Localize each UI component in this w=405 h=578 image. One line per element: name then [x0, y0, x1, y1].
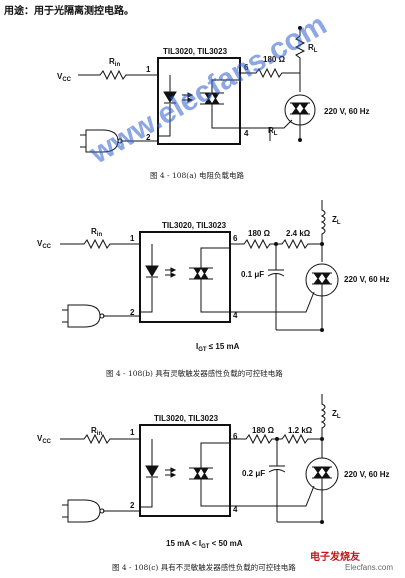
logo-text-latin: Elecfans.com: [345, 563, 393, 572]
circuit-c-pin-1: 1: [130, 428, 135, 437]
elecfans-logo: 电子发烧友 Elecfans.com: [310, 550, 393, 572]
circuit-a-load-label-top: RL: [308, 43, 318, 54]
circuit-b-led-icon: [145, 265, 159, 278]
circuit-c-nand-gate-icon: [62, 499, 140, 523]
circuit-c-rin-label: Rin: [91, 426, 102, 437]
circuit-b-inductive-load-icon: [320, 200, 326, 262]
header-purpose-text: 用途：用于光隔离测控电路。: [3, 4, 134, 17]
circuit-b-pin-4: 4: [233, 311, 238, 320]
circuit-a-optocoupler-box: [157, 57, 241, 145]
circuit-b-pin-2: 2: [130, 308, 135, 317]
circuit-a-load-resistor-top: [294, 28, 306, 92]
circuit-c-series-resistor-label: 180 Ω: [252, 426, 275, 435]
circuit-c-nonsensitive-gate: TIL3020, TIL3023 VCC Rin 1 2 6 4 180 Ω 1…: [37, 394, 390, 572]
circuit-b-capacitor-label: 0.1 μF: [241, 270, 264, 279]
circuit-c-load-label: ZL: [332, 409, 341, 420]
circuit-c-led-icon: [145, 465, 159, 478]
circuit-b-pin-6: 6: [233, 234, 238, 243]
circuit-a-led-icon: [163, 91, 177, 104]
circuit-c-second-resistor-label: 1.2 kΩ: [288, 426, 313, 435]
circuit-b-optotriac-icon: [193, 267, 209, 280]
circuit-c-capacitor-label: 0.2 μF: [242, 469, 265, 478]
circuit-a-series-resistor-label: 180 Ω: [263, 55, 286, 64]
circuit-b-optocoupler-box: [139, 231, 231, 323]
circuit-a-resistive-load: TIL3020, TIL3023 VCC Rin 1 2 6 4 180 Ω R…: [57, 26, 370, 180]
circuit-b-part-label: TIL3020, TIL3023: [162, 221, 227, 230]
circuit-a-mains-label: 220 V, 60 Hz: [324, 107, 370, 116]
circuit-c-vcc-label: VCC: [37, 434, 52, 445]
circuit-b-sensitive-gate: TIL3020, TIL3023 VCC Rin 1 2 6 4 180 Ω 2…: [37, 200, 390, 378]
circuit-b-series-resistor-label: 180 Ω: [248, 229, 271, 238]
circuit-b-pin-1: 1: [130, 234, 135, 243]
circuit-a-series-resistor: [240, 67, 300, 79]
circuit-b-rin-resistor: [60, 238, 140, 250]
circuit-a-caption: 图 4 - 108(a) 电阻负载电路: [150, 170, 244, 180]
circuit-a-rin-resistor: [78, 69, 158, 81]
circuit-b-rin-label: Rin: [91, 227, 102, 238]
circuit-b-mains-label: 220 V, 60 Hz: [344, 275, 390, 284]
circuit-c-caption: 图 4 - 108(c) 具有不灵敏触发器感性负载的可控硅电路: [112, 562, 296, 572]
circuit-a-pin-1: 1: [146, 65, 151, 74]
circuit-b-second-resistor-label: 2.4 kΩ: [286, 229, 311, 238]
circuit-c-optocoupler-box: [139, 424, 231, 517]
circuit-c-mains-label: 220 V, 60 Hz: [344, 470, 390, 479]
circuit-a-pin-2: 2: [146, 133, 151, 142]
circuit-c-part-label: TIL3020, TIL3023: [154, 414, 219, 423]
circuit-c-capacitor-icon: [268, 439, 286, 522]
circuit-c-pin-6: 6: [233, 432, 238, 441]
circuit-c-rin-resistor: [60, 433, 140, 445]
circuit-c-inductive-load-icon: [320, 394, 326, 458]
circuit-c-optotriac-icon: [193, 467, 209, 480]
circuit-b-capacitor-icon: [267, 244, 285, 330]
circuit-c-igt-condition: 15 mA < IGT < 50 mA: [166, 539, 243, 550]
circuit-a-load-label-bottom: RL: [268, 126, 278, 137]
circuit-a-rin-label: Rin: [109, 57, 120, 68]
circuit-b-nand-gate-icon: [62, 304, 140, 328]
circuit-a-led-wire: [158, 75, 171, 137]
watermark-text: www.elecfans.com: [84, 8, 333, 171]
logo-text-chinese: 电子发烧友: [310, 550, 360, 563]
circuit-b-vcc-label: VCC: [37, 239, 52, 250]
circuit-a-vcc-label: VCC: [57, 72, 72, 83]
circuit-a-pin-6: 6: [244, 63, 249, 72]
circuit-b-load-label: ZL: [332, 215, 341, 226]
circuit-a-pin-4: 4: [244, 129, 249, 138]
circuit-a-part-label: TIL3020, TIL3023: [163, 47, 228, 56]
circuit-c-pin-2: 2: [130, 501, 135, 510]
circuit-c-pin-4: 4: [233, 505, 238, 514]
circuit-b-caption: 图 4 - 108(b) 具有灵敏触发器感性负载的可控硅电路: [106, 368, 283, 378]
circuit-b-igt-condition: IGT ≤ 15 mA: [196, 342, 240, 353]
